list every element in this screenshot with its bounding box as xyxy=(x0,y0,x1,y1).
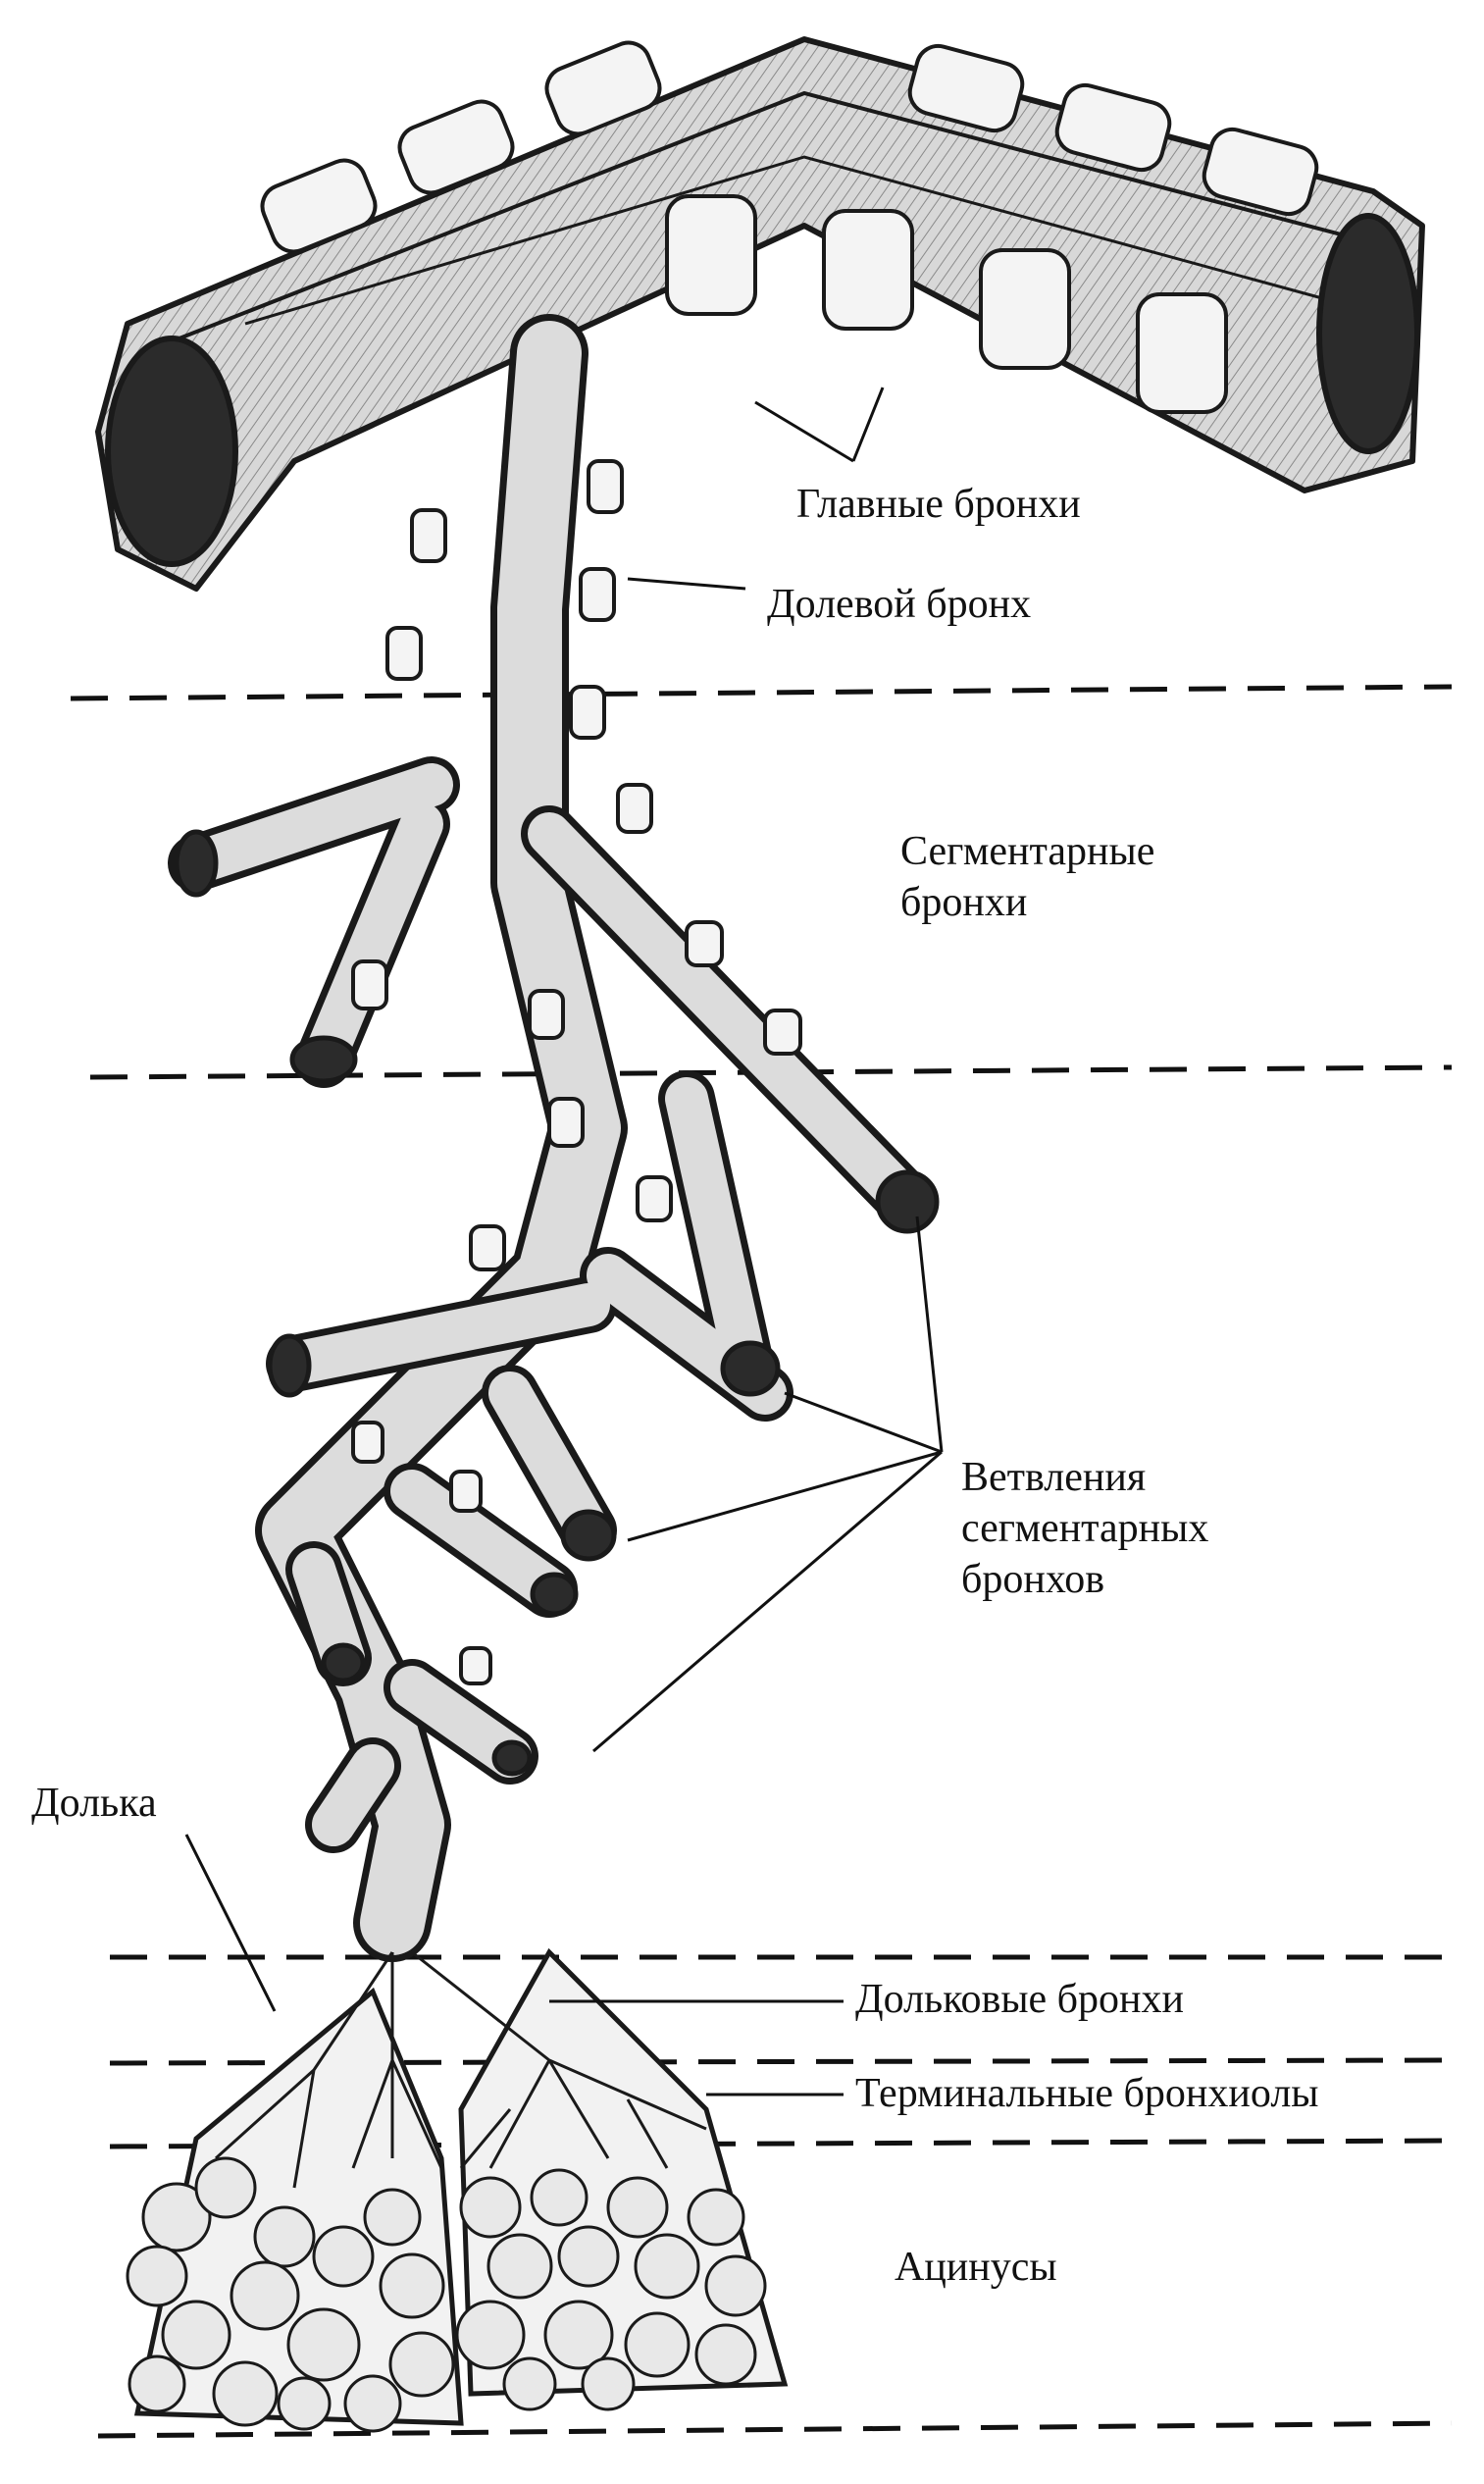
label-lobar-bronchus-text: Долевой бронх xyxy=(767,582,1032,627)
label-branches-line-1: Ветвления xyxy=(961,1455,1147,1500)
separator-line xyxy=(97,2420,1453,2439)
separator-line xyxy=(109,2138,1453,2149)
label-lobular-bronchi: Дольковые бронхи xyxy=(855,1974,1184,2025)
bronchial-trunk xyxy=(168,314,940,1962)
label-segmental-bronchi: Сегментарные бронхи xyxy=(900,826,1154,928)
label-segmental-line-1: Сегментарные xyxy=(900,829,1155,874)
label-branches-line-3: бронхов xyxy=(961,1557,1105,1602)
label-acini: Ацинусы xyxy=(895,2242,1057,2293)
lobules xyxy=(126,1947,789,2433)
label-lobar-bronchus: Долевой бронх xyxy=(767,579,1031,630)
acini-clusters xyxy=(126,2156,767,2433)
label-terminal-bronchioles: Терминальные бронхиолы xyxy=(855,2068,1319,2119)
separator-line xyxy=(70,684,1453,701)
main-bronchi-shape xyxy=(95,36,1425,592)
label-segmental-branches: Ветвления сегментарных бронхов xyxy=(961,1452,1208,1605)
label-acini-text: Ацинусы xyxy=(895,2245,1057,2290)
label-branches-line-2: сегментарных xyxy=(961,1506,1209,1551)
label-main-bronchi: Главные бронхи xyxy=(796,479,1081,530)
label-lobule: Долька xyxy=(31,1778,157,1829)
label-lobule-text: Долька xyxy=(31,1781,157,1826)
label-main-bronchi-text: Главные бронхи xyxy=(796,482,1081,527)
label-terminal-bronchioles-text: Терминальные бронхиолы xyxy=(855,2071,1319,2116)
label-lobular-bronchi-text: Дольковые бронхи xyxy=(855,1977,1184,2022)
separator-line xyxy=(109,2057,1453,2066)
label-segmental-line-2: бронхи xyxy=(900,880,1028,925)
leader-lines xyxy=(184,387,944,2096)
